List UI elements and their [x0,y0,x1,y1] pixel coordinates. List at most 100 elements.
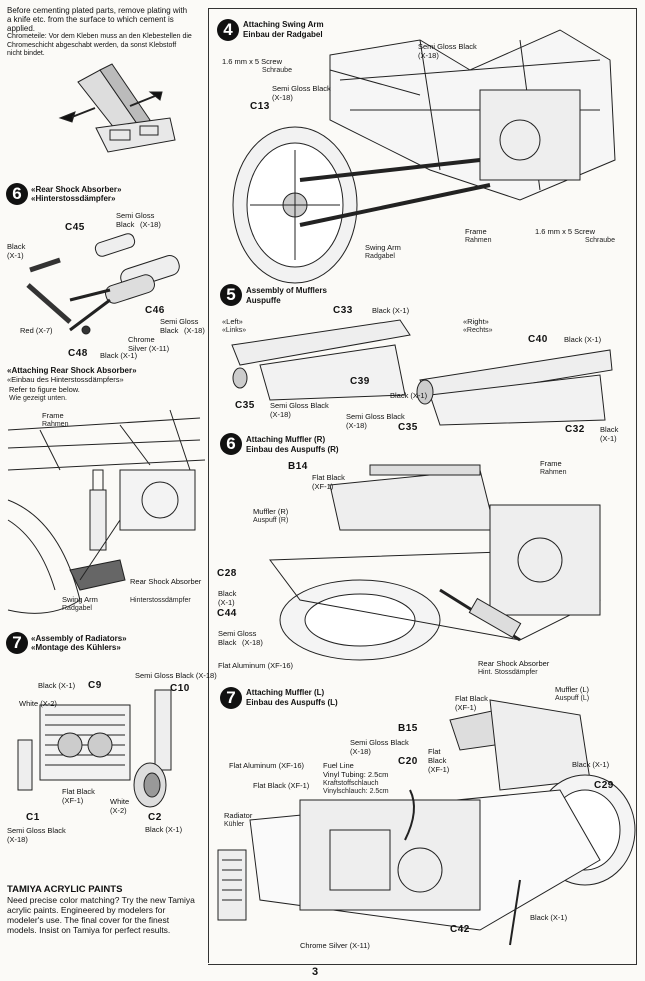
step-7-radiators-title-en: «Assembly of Radiators» [31,634,127,643]
part-c42: C42 [450,924,470,935]
part-c45: C45 [65,222,85,233]
label-black: Black [7,242,26,251]
label-xf1-7b: (XF-1) [428,765,450,774]
part-c48: C48 [68,348,88,359]
column-divider [208,8,209,963]
label-chrome: Chrome [128,335,155,344]
label-fuel-line: Fuel Line [323,761,354,770]
label-flat-7: Flat [428,747,441,756]
part-c1: C1 [26,812,40,823]
label-screw-4a: 1.6 mm x 5 Screw [222,57,283,66]
label-hint-stoss-6: Hint. Stossdämpfer [478,669,538,676]
page-number: 3 [312,966,319,978]
label-rahmen-4: Rahmen [465,237,492,244]
label-x18-2: (X-18) [184,326,205,335]
label-black-x18-6: Black [218,638,237,647]
part-c10: C10 [170,683,190,694]
right-frame [208,8,637,965]
label-red-x7: Red (X-7) [20,326,53,335]
shock-absorber-drawing [26,233,180,335]
part-c35a: C35 [235,400,255,411]
radiator-drawing [17,689,172,808]
part-b15: B15 [398,723,418,734]
step-7-muffler-l-badge: 7 [220,687,242,709]
step-6-muffler-r-badge: 6 [220,433,242,455]
label-flat-black-7: Flat Black [455,694,488,703]
label-x18-c1: (X-18) [7,835,28,844]
part-c44: C44 [217,608,237,619]
label-black-x18: Black [116,220,135,229]
label-chrome-silver-7: Chrome Silver (X-11) [300,941,370,950]
label-semi-gloss-black-c1: Semi Gloss Black [7,826,66,835]
label-frame-4: Frame [465,227,487,236]
knife-illustration [58,63,176,153]
intro-note: Before cementing plated parts, remove pl… [7,6,192,59]
label-black-x1-c39: Black (X-1) [390,391,428,400]
label-black-x1-7: Black (X-1) [572,760,610,769]
step-7-muffler-l-title-de: Einbau des Auspuffs (L) [246,698,338,707]
label-x18-4b: (X-18) [272,93,293,102]
label-x18-4: (X-18) [418,51,439,60]
label-x18-6: (X-18) [242,638,263,647]
label-xf1: (XF-1) [62,796,84,805]
step-7-muffler-l-title-en: Attaching Muffler (L) [246,688,325,697]
part-c32: C32 [565,424,585,435]
muffler-l-drawing [217,699,636,946]
label-kuhler: Kühler [224,821,245,828]
step-5-badge: 5 [220,284,242,306]
step-5-title-en: Assembly of Mufflers [246,286,327,295]
label-screw-4b: 1.6 mm x 5 Screw [535,227,596,236]
label-semi-gloss-black-4: Semi Gloss Black [418,42,477,51]
step-7-radiators-badge: 7 [6,632,28,654]
label-semi-gloss-black-c10: Semi Gloss Black (X-18) [135,671,217,680]
label-radiator: Radiator [224,811,253,820]
label-schraube-4b: Schraube [585,237,615,244]
swing-arm-drawing [232,29,616,284]
label-x18: (X-18) [140,220,161,229]
step-4-title-en: Attaching Swing Arm [243,20,324,29]
label-black-x1-c33: Black (X-1) [372,306,410,315]
label-flat-aluminum-7: Flat Aluminum (XF-16) [229,761,305,770]
label-rahmen: Rahmen [42,421,69,428]
step-4-title-de: Einbau der Radgabel [243,30,323,39]
attach-shock-title-en: «Attaching Rear Shock Absorber» [7,366,137,375]
step-5-title-de: Auspuffe [246,296,281,305]
label-muffler-r: Muffler (R) [253,507,289,516]
label-rear-shock-6: Rear Shock Absorber [478,659,550,668]
attach-shock-title-de: «Einbau des Hinterstossdämpfers» [7,375,124,384]
part-c40: C40 [528,334,548,345]
part-c46: C46 [145,305,165,316]
label-x1: (X-1) [7,251,24,260]
label-kraftstoff: Kraftstoffschlauch [323,780,379,787]
label-flat-black-xf1-7: Flat Black (XF-1) [253,781,310,790]
label-auspuff-r: Auspuff (R) [253,517,289,524]
label-x2: (X-2) [110,806,127,815]
label-vinyl-tubing: Vinyl Tubing: 2.5cm [323,770,389,779]
step-6-muffler-r-title-de: Einbau des Auspuffs (R) [246,445,339,454]
label-semi-gloss-black-4b: Semi Gloss Black [272,84,331,93]
label-semi-gloss-black-c35: Semi Gloss Black [270,401,329,410]
part-c33: C33 [333,305,353,316]
label-radgabel: Radgabel [62,605,92,612]
step-6-title-de: «Hinterstossdämpfer» [31,194,116,203]
label-white: White [110,797,130,806]
label-black-6: Black [218,589,237,598]
label-radgabel-4: Radgabel [365,253,395,260]
label-flat-black: Flat Black [62,787,95,796]
label-black-7b: Black [428,756,447,765]
label-black-c32: Black [600,425,619,434]
frame-shock-drawing [7,409,206,614]
step-7-radiators-title-de: «Montage des Kühlers» [31,643,121,652]
part-c29: C29 [594,780,614,791]
attach-shock-note-de: Wie gezeigt unten. [9,395,67,402]
label-x18-c35: (X-18) [270,410,291,419]
label-muffler-l: Muffler (L) [555,685,590,694]
label-x1-c32: (X-1) [600,434,617,443]
label-xf1-7: (XF-1) [455,703,477,712]
muffler-r-drawing [269,464,601,661]
label-schraube-4a: Schraube [262,67,292,74]
label-semi-gloss-2: Semi Gloss [160,317,199,326]
label-right: «Right» [463,317,489,326]
